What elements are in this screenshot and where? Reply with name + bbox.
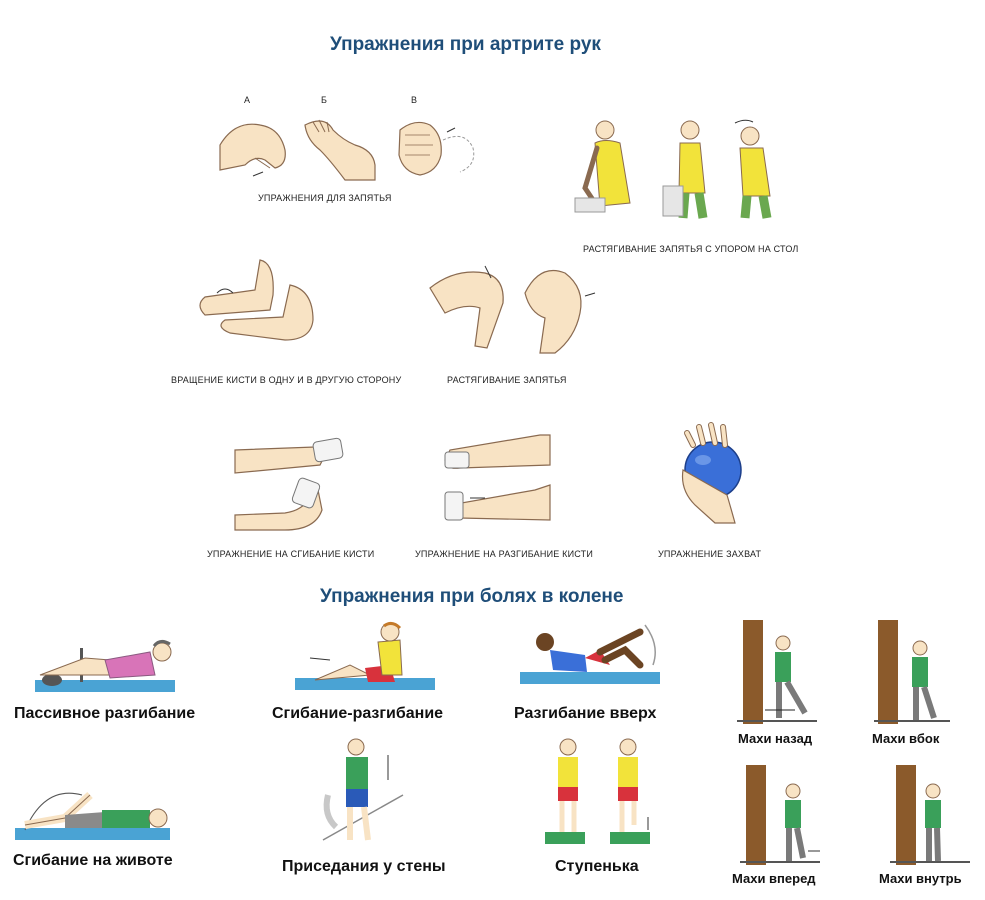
label-passive-extension: Пассивное разгибание	[14, 705, 196, 722]
label-swing-back: Махи назад	[738, 731, 813, 746]
caption-table-stretch: РАСТЯГИВАНИЕ ЗАПЯТЬЯ С УПОРОМ НА СТОЛ	[583, 244, 799, 254]
hand-rotation-illustration	[199, 259, 314, 341]
caption-grip: УПРАЖНЕНИЕ ЗАХВАТ	[658, 549, 762, 559]
swing-side-illustration	[874, 620, 950, 724]
letter-v: В	[411, 95, 418, 105]
belly-flexion-illustration	[15, 792, 170, 840]
table-stretch-illustration	[574, 119, 772, 219]
caption-hand-flexion: УПРАЖНЕНИЕ НА СГИБАНИЕ КИСТИ	[207, 549, 375, 559]
label-wall-squat: Приседания у стены	[282, 858, 446, 875]
swing-inward-illustration	[890, 765, 970, 865]
label-step: Ступенька	[555, 858, 639, 875]
label-extension-up: Разгибание вверх	[514, 705, 657, 722]
caption-hand-rotation: ВРАЩЕНИЕ КИСТИ В ОДНУ И В ДРУГУЮ СТОРОНУ	[171, 375, 402, 385]
label-flexion-extension: Сгибание-разгибание	[272, 705, 444, 722]
wall-squat-illustration	[322, 738, 404, 841]
swing-forward-illustration	[740, 765, 820, 865]
caption-hand-extension: УПРАЖНЕНИЕ НА РАЗГИБАНИЕ КИСТИ	[415, 549, 594, 559]
flexion-extension-illustration	[295, 621, 435, 690]
caption-wrist-exercises: УПРАЖНЕНИЯ ДЛЯ ЗАПЯТЬЯ	[258, 193, 392, 203]
wrist-exercises-illustration	[219, 119, 475, 181]
hand-flexion-illustration	[234, 437, 344, 531]
swing-back-illustration	[737, 620, 817, 724]
caption-wrist-stretch: РАСТЯГИВАНИЕ ЗАПЯТЬЯ	[447, 375, 567, 385]
label-swing-side: Махи вбок	[872, 731, 940, 746]
hands-section-title: Упражнения при артрите рук	[330, 34, 601, 55]
wrist-stretch-illustration	[429, 265, 596, 354]
letter-b: Б	[321, 95, 327, 105]
hand-extension-illustration	[444, 434, 551, 521]
passive-extension-illustration	[35, 639, 175, 692]
letter-a: А	[244, 95, 251, 105]
knee-section-title: Упражнения при болях в колене	[320, 586, 624, 607]
label-belly-flexion: Сгибание на животе	[13, 852, 173, 869]
step-illustration	[545, 738, 650, 844]
label-swing-forward: Махи вперед	[732, 871, 816, 886]
grip-illustration	[681, 422, 742, 524]
label-swing-inward: Махи внутрь	[879, 871, 962, 886]
extension-up-illustration	[520, 624, 660, 684]
